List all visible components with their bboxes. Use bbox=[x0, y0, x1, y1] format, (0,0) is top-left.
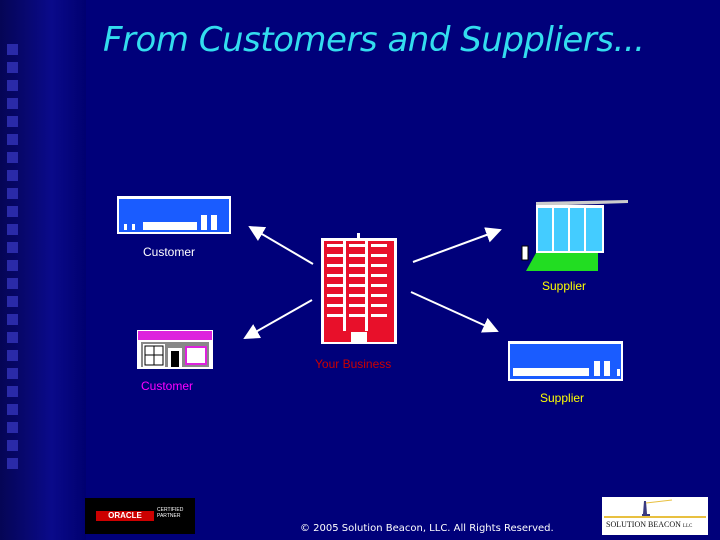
flow-arrows bbox=[243, 225, 502, 339]
supplier-warehouse-icon bbox=[508, 341, 623, 381]
customer-building-icon bbox=[117, 196, 231, 234]
copyright-footer: © 2005 Solution Beacon, LLC. All Rights … bbox=[300, 523, 554, 534]
supplier-top-label: Supplier bbox=[542, 279, 587, 293]
supplier-factory-icon bbox=[521, 200, 628, 271]
supplier-bottom-label: Supplier bbox=[540, 391, 585, 405]
customer-top-label: Customer bbox=[143, 245, 196, 259]
customer-store-icon bbox=[137, 330, 213, 369]
solution-beacon-logo: SOLUTION BEACON LLC bbox=[602, 497, 708, 535]
decorative-squares bbox=[7, 44, 21, 476]
your-business-label: Your Business bbox=[315, 357, 392, 371]
your-business-building-icon bbox=[321, 233, 397, 344]
left-decorative-bar bbox=[0, 0, 86, 540]
slide-title: From Customers and Suppliers... bbox=[103, 20, 645, 60]
customer-bottom-label: Customer bbox=[141, 379, 194, 393]
